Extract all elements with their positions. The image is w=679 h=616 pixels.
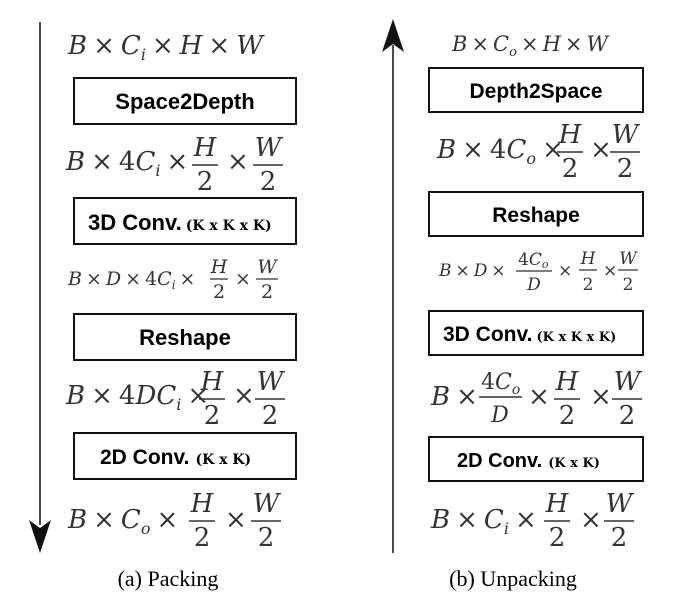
svg-text:Depth2Space: Depth2Space	[469, 80, 602, 103]
svg-text:×: ×	[528, 382, 550, 412]
svg-text:Reshape: Reshape	[139, 325, 231, 350]
svg-text:2: 2	[619, 401, 636, 431]
svg-text:W: W	[257, 367, 286, 397]
svg-text:2: 2	[260, 167, 277, 197]
svg-text:3D Conv.(K x K x K): 3D Conv.(K x K x K)	[443, 323, 616, 346]
svg-text:B×Ci×H×W: B×Ci×H×W	[67, 31, 265, 64]
packing-arrowhead-icon	[29, 520, 51, 553]
unpacking-3d-conv-box: 3D Conv.(K x K x K)	[428, 310, 644, 356]
unpacking-arrowhead-icon	[382, 19, 404, 52]
unpacking-panel: B×Co×H×W Depth2Space B×4Co× H 2 × W 2 Re…	[382, 19, 644, 591]
packing-tensor-shape-4: B×4DCi× H 2 × W 2	[65, 367, 286, 431]
svg-text:2D Conv.(K x K): 2D Conv.(K x K)	[100, 446, 251, 469]
space2depth-box: Space2Depth	[73, 77, 297, 125]
svg-text:×: ×	[225, 505, 247, 535]
svg-text:H: H	[193, 133, 218, 163]
svg-text:W: W	[257, 256, 278, 278]
svg-text:H: H	[580, 249, 597, 269]
svg-text:2: 2	[549, 523, 566, 553]
unpacking-tensor-shape-2: B×4Co× H 2 × W 2	[436, 120, 641, 184]
svg-text:B×D×4Ci×: B×D×4Ci×	[67, 268, 195, 292]
svg-text:2: 2	[213, 281, 225, 303]
svg-text:D: D	[526, 275, 541, 295]
svg-text:H: H	[210, 256, 228, 278]
svg-text:H: H	[555, 367, 580, 397]
svg-text:W: W	[253, 489, 282, 519]
svg-text:3D Conv.(K x K x K): 3D Conv.(K x K x K)	[88, 210, 272, 235]
svg-text:2: 2	[194, 523, 211, 553]
svg-text:4Co: 4Co	[518, 250, 549, 271]
unpacking-caption: (b) Unpacking	[449, 566, 577, 591]
unpacking-tensor-shape-5: B×Ci× H 2 × W 2	[430, 489, 635, 553]
svg-text:×: ×	[235, 268, 251, 290]
svg-text:W: W	[619, 249, 638, 269]
packing-tensor-shape-3: B×D×4Ci× H 2 × W 2	[67, 256, 278, 303]
svg-text:2: 2	[623, 275, 634, 295]
svg-text:4Co: 4Co	[481, 370, 520, 398]
packing-caption: (a) Packing	[118, 566, 219, 591]
svg-text:B×Ci×: B×Ci×	[430, 505, 537, 538]
svg-text:×: ×	[233, 381, 255, 411]
unpacking-tensor-shape-1: B×Co×H×W	[451, 32, 611, 60]
svg-text:×: ×	[580, 505, 602, 535]
unpacking-tensor-shape-4: B× 4Co D × H 2 × W 2	[430, 367, 643, 431]
unpacking-tensor-shape-3: B×D× 4Co D × H 2 × W 2	[438, 249, 638, 295]
svg-text:Reshape: Reshape	[492, 204, 580, 227]
svg-text:H: H	[558, 120, 583, 150]
svg-text:D: D	[490, 403, 509, 428]
svg-text:2D Conv.(K x K): 2D Conv.(K x K)	[457, 450, 600, 472]
svg-text:×: ×	[558, 261, 572, 281]
svg-text:H: H	[200, 367, 225, 397]
space2depth-label: Space2Depth	[115, 89, 254, 114]
svg-text:2: 2	[197, 167, 214, 197]
svg-text:2: 2	[204, 401, 221, 431]
svg-text:W: W	[614, 367, 643, 397]
svg-text:×: ×	[590, 382, 612, 412]
svg-text:2: 2	[611, 523, 628, 553]
svg-text:2: 2	[559, 401, 576, 431]
packing-tensor-shape-5: B×Co× H 2 × W 2	[67, 489, 282, 553]
unpacking-2d-conv-box: 2D Conv.(K x K)	[428, 436, 644, 482]
svg-text:2: 2	[617, 154, 634, 184]
3d-conv-box: 3D Conv.(K x K x K)	[73, 197, 297, 245]
svg-text:2: 2	[261, 281, 273, 303]
unpacking-reshape-box: Reshape	[428, 191, 644, 237]
depth2space-box: Depth2Space	[428, 67, 644, 113]
svg-text:2: 2	[262, 401, 279, 431]
svg-text:W: W	[606, 489, 635, 519]
svg-text:B×Co×: B×Co×	[67, 505, 178, 538]
svg-text:H: H	[545, 489, 570, 519]
packing-tensor-shape-1: B×Ci×H×W	[67, 31, 265, 64]
svg-text:×: ×	[590, 135, 612, 165]
svg-text:×: ×	[603, 261, 617, 281]
svg-text:B×Co×H×W: B×Co×H×W	[451, 32, 611, 60]
svg-text:B×4Co×: B×4Co×	[436, 135, 564, 168]
svg-text:×: ×	[227, 147, 249, 177]
packing-panel: B×Ci×H×W Space2Depth B×4Ci× H 2 × W 2 3D…	[29, 22, 297, 591]
svg-text:2: 2	[258, 523, 275, 553]
svg-text:W: W	[255, 133, 284, 163]
svg-text:H: H	[190, 489, 215, 519]
svg-text:B×4Ci×: B×4Ci×	[65, 147, 188, 180]
svg-text:B×D×: B×D×	[438, 261, 506, 281]
svg-text:B×4DCi×: B×4DCi×	[65, 381, 209, 414]
svg-text:B×: B×	[430, 382, 478, 412]
svg-text:2: 2	[562, 154, 579, 184]
svg-text:2: 2	[583, 275, 594, 295]
2d-conv-box: 2D Conv.(K x K)	[73, 432, 297, 480]
reshape-box: Reshape	[73, 313, 297, 361]
packing-tensor-shape-2: B×4Ci× H 2 × W 2	[65, 133, 284, 197]
svg-text:W: W	[612, 120, 641, 150]
